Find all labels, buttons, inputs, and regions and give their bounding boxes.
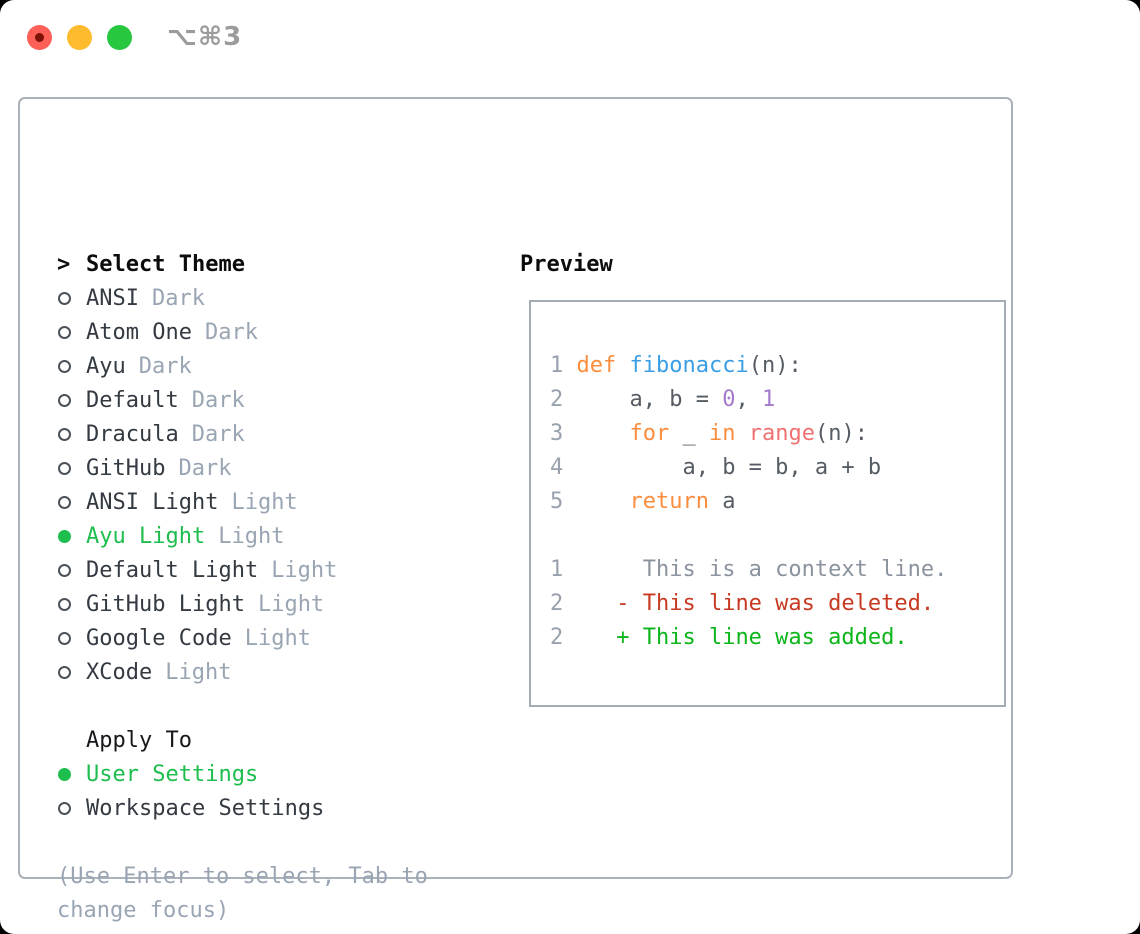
line-number: 5 (550, 489, 577, 514)
apply-option-workspace-settings[interactable]: Workspace Settings (57, 791, 507, 825)
minimize-button[interactable] (67, 25, 92, 50)
diff-added-line: 2 + This line was added. (550, 625, 908, 650)
theme-name: XCode (86, 659, 153, 685)
theme-item-github-light[interactable]: GitHub Light Light (57, 587, 507, 621)
diff-context-line: 1 This is a context line. (550, 557, 948, 582)
theme-list: > Select Theme ANSI Dark Atom One Dark A… (57, 247, 507, 927)
apply-to-title: Apply To (86, 727, 192, 753)
theme-item-ayu-light[interactable]: Ayu Light Light (57, 519, 507, 553)
spacer-row (57, 689, 507, 723)
theme-name: Google Code (86, 625, 232, 651)
line-number: 3 (550, 421, 577, 446)
theme-name: Atom One (86, 319, 192, 345)
theme-variant: Light (257, 591, 325, 617)
theme-name: Ayu Light (86, 523, 206, 549)
apply-option-label: Workspace Settings (86, 795, 325, 821)
radio-icon (58, 495, 71, 509)
line-number: 1 (550, 557, 577, 582)
theme-variant: Light (244, 625, 311, 651)
theme-item-default-dark[interactable]: Default Dark (57, 383, 507, 417)
theme-variant: Dark (204, 319, 258, 345)
line-number: 2 (550, 387, 577, 412)
theme-variant: Dark (138, 353, 192, 379)
apply-to-header: Apply To (57, 723, 507, 757)
code-line: 2 a, b = 0, 1 (550, 387, 776, 412)
code-line: 1 def fibonacci(n): (550, 353, 802, 378)
theme-name: Dracula (86, 421, 179, 447)
radio-icon (58, 597, 71, 611)
line-number: 2 (550, 591, 577, 616)
theme-name: Default Light (86, 557, 259, 583)
theme-item-ayu-dark[interactable]: Ayu Dark (57, 349, 507, 383)
theme-variant: Light (231, 489, 298, 515)
diff-deleted-line: 2 - This line was deleted. (550, 591, 935, 616)
theme-variant: Light (271, 557, 338, 583)
apply-option-label: User Settings (86, 761, 259, 787)
theme-variant: Dark (178, 455, 232, 481)
spacer-row (57, 825, 507, 859)
close-button[interactable] (27, 25, 52, 50)
radio-icon (58, 427, 71, 441)
theme-item-github-dark[interactable]: GitHub Dark (57, 451, 507, 485)
theme-item-xcode[interactable]: XCode Light (57, 655, 507, 689)
theme-variant: Light (218, 523, 285, 549)
code-line: 3 for _ in range(n): (550, 421, 868, 446)
radio-icon (58, 563, 71, 577)
cursor-icon: > (57, 251, 71, 277)
blank-line (550, 519, 1004, 553)
theme-item-atom-one-dark[interactable]: Atom One Dark (57, 315, 507, 349)
theme-name: Default (86, 387, 179, 413)
radio-icon (58, 461, 71, 475)
radio-icon (58, 291, 71, 305)
theme-item-ansi-dark[interactable]: ANSI Dark (57, 281, 507, 315)
zoom-button[interactable] (107, 25, 132, 50)
code-line: 4 a, b = b, a + b (550, 455, 882, 480)
theme-item-ansi-light[interactable]: ANSI Light Light (57, 485, 507, 519)
theme-name: GitHub Light (86, 591, 245, 617)
radio-icon (58, 393, 71, 407)
preview-title: Preview (520, 251, 613, 277)
radio-icon (58, 325, 71, 339)
theme-name: ANSI (86, 285, 139, 311)
hint-text-line2: change focus) (57, 897, 230, 923)
theme-variant: Dark (191, 421, 245, 447)
radio-icon (58, 631, 71, 645)
theme-item-dracula-dark[interactable]: Dracula Dark (57, 417, 507, 451)
window-shortcut-label: ⌥⌘3 (167, 22, 243, 52)
radio-icon (58, 801, 71, 815)
radio-icon-selected (58, 529, 71, 543)
theme-name: ANSI Light (86, 489, 219, 515)
line-number: 1 (550, 353, 577, 378)
theme-picker-panel: > Select Theme ANSI Dark Atom One Dark A… (18, 97, 1013, 923)
theme-variant: Dark (191, 387, 245, 413)
radio-icon (58, 665, 71, 679)
theme-variant: Dark (151, 285, 205, 311)
theme-list-header: > Select Theme (57, 247, 507, 281)
hint-text-line1: (Use Enter to select, Tab to (57, 863, 428, 889)
theme-item-google-code[interactable]: Google Code Light (57, 621, 507, 655)
apply-option-user-settings[interactable]: User Settings (57, 757, 507, 791)
code-line: 5 return a (550, 489, 736, 514)
theme-name: Ayu (86, 353, 126, 379)
theme-item-default-light[interactable]: Default Light Light (57, 553, 507, 587)
preview-pane: 1 def fibonacci(n): 2 a, b = 0, 1 3 for … (529, 300, 1006, 707)
line-number: 2 (550, 625, 577, 650)
unsaved-indicator-dot (35, 33, 44, 42)
theme-variant: Light (165, 659, 232, 685)
line-number: 4 (550, 455, 577, 480)
theme-name: GitHub (86, 455, 166, 481)
radio-icon-selected (58, 767, 71, 781)
theme-list-title: Select Theme (86, 251, 245, 277)
radio-icon (58, 359, 71, 373)
